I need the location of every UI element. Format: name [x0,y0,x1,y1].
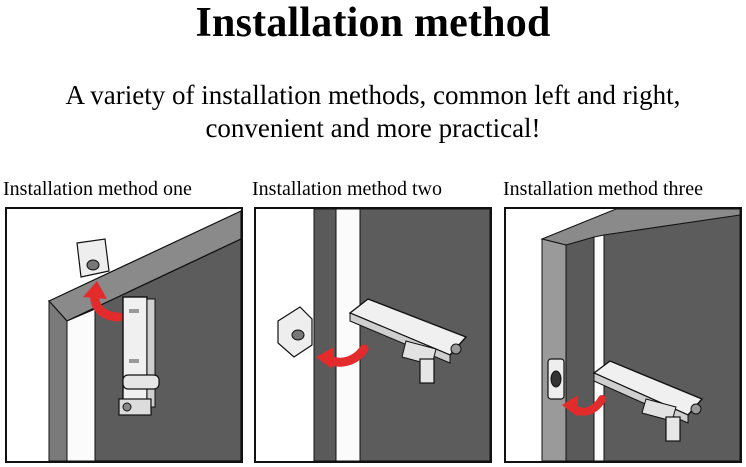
installation-illustration-one [48,210,241,461]
latch-bolt-icon [118,296,160,416]
red-arrow-icon [316,344,369,369]
strike-plate-icon [76,238,110,278]
installation-illustration-two [277,209,490,461]
panel-label-one: Installation method one [3,178,192,200]
strike-plate-icon [547,358,565,400]
panel-label-three: Installation method three [503,178,703,200]
page-subtitle: A variety of installation methods, commo… [0,79,746,145]
strike-plate-icon [277,306,313,358]
installation-panel-two [254,207,492,463]
red-arrow-icon [562,395,606,417]
latch-bolt-icon [592,360,704,442]
installation-panel-one [5,207,243,463]
subtitle-line-2: convenient and more practical! [205,113,541,143]
panel-label-two: Installation method two [252,178,442,200]
installation-panel-three [504,207,742,463]
page-title: Installation method [195,0,551,46]
subtitle-line-1: A variety of installation methods, commo… [65,80,681,110]
red-arrow-icon [83,281,124,322]
latch-bolt-icon [348,298,468,384]
installation-illustration-three [540,209,740,461]
